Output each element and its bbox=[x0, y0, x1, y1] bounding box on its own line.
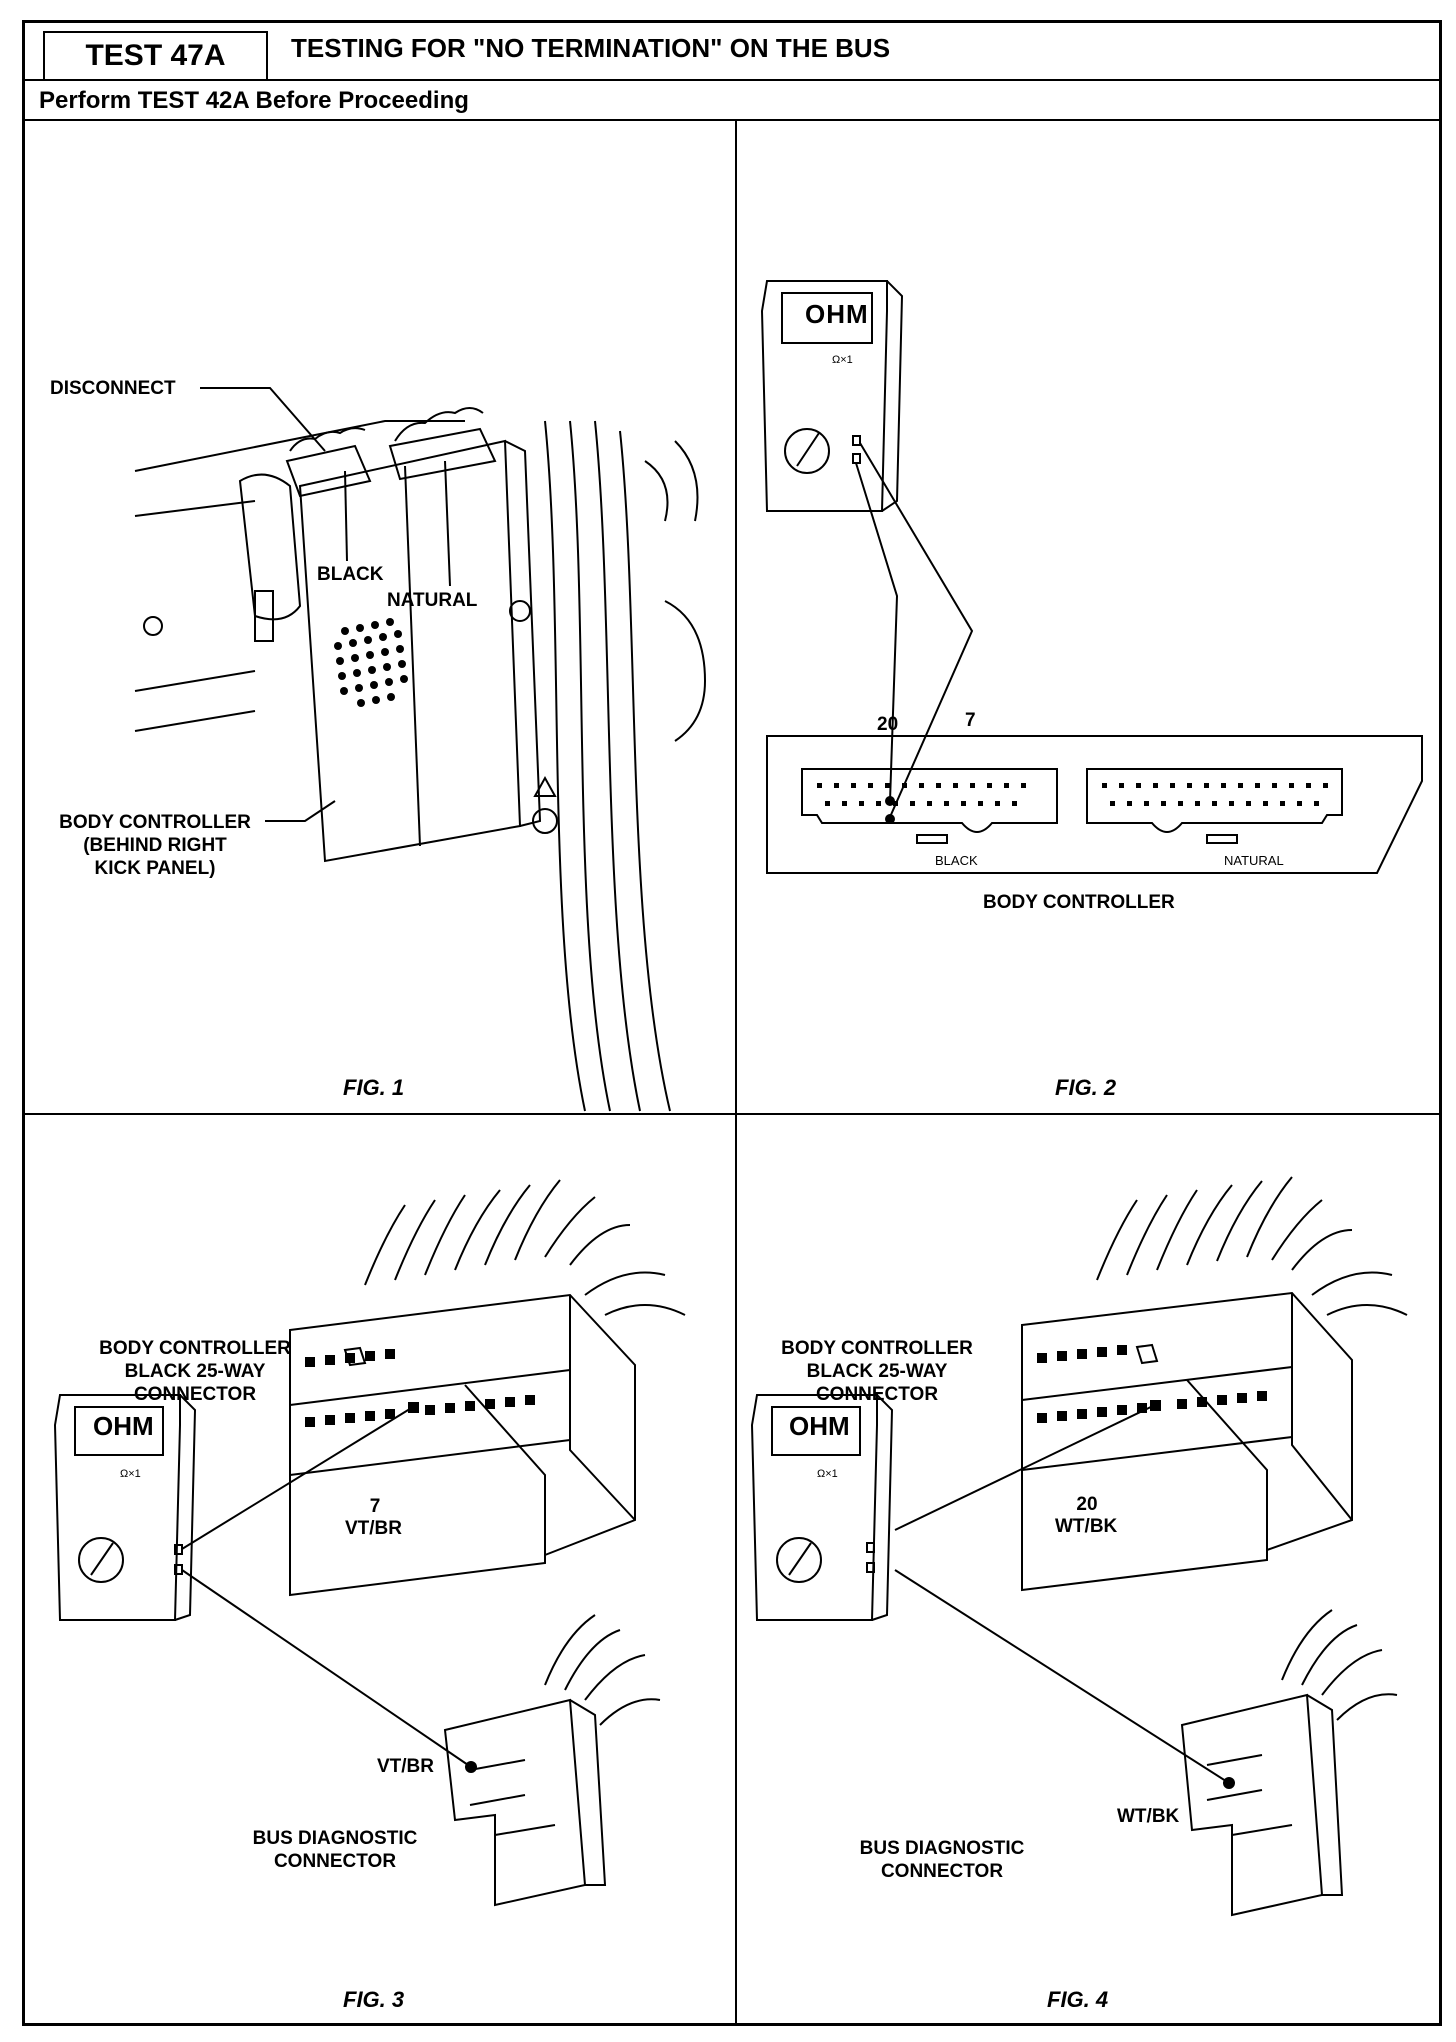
column-divider bbox=[735, 121, 737, 2025]
natural-pin-row bbox=[1102, 783, 1328, 806]
test-title: TESTING FOR "NO TERMINATION" ON THE BUS bbox=[291, 33, 891, 63]
fig3-connector-line2: BLACK 25-WAY bbox=[124, 1361, 266, 1382]
black-connector-label: BLACK bbox=[317, 564, 384, 585]
fig3-illustration bbox=[53, 1179, 686, 1907]
fig4-bus-connector-label: BUS DIAGNOSTIC CONNECTOR bbox=[842, 1837, 1042, 1883]
page-frame: TEST 47A TESTING FOR "NO TERMINATION" ON… bbox=[22, 20, 1442, 2026]
fig3-bottom-pin-row bbox=[305, 1395, 535, 1427]
row-divider bbox=[25, 1113, 1439, 1115]
body-controller-label: BODY CONTROLLER (BEHIND RIGHT KICK PANEL… bbox=[35, 811, 275, 880]
fig2-illustration bbox=[760, 280, 1423, 874]
fig3-meter-range: Ω×1 bbox=[120, 1468, 141, 1480]
fig2-body-controller-label: BODY CONTROLLER bbox=[983, 892, 1175, 913]
fig2-panel: OHM Ω×1 20 7 BLACK NATURAL BODY CONTROLL… bbox=[737, 121, 1443, 1113]
body-controller-line1: BODY CONTROLLER bbox=[59, 812, 251, 833]
disconnect-label: DISCONNECT bbox=[50, 378, 176, 399]
fig3-wire-bottom-label: VT/BR bbox=[377, 1756, 434, 1777]
fig3-wire-top-label: VT/BR bbox=[345, 1518, 402, 1539]
fig2-pin-20-label: 20 bbox=[877, 714, 899, 735]
fig4-caption: FIG. 4 bbox=[1047, 1987, 1109, 2012]
fig4-meter-display: OHM bbox=[789, 1411, 850, 1441]
fig3-connector-label: BODY CONTROLLER BLACK 25-WAY CONNECTOR bbox=[75, 1337, 315, 1406]
fig2-pin-7-label: 7 bbox=[965, 710, 976, 731]
fig3-panel: BODY CONTROLLER BLACK 25-WAY CONNECTOR O… bbox=[25, 1115, 735, 2025]
fig4-connector-line1: BODY CONTROLLER bbox=[781, 1338, 973, 1359]
fig4-connector-label: BODY CONTROLLER BLACK 25-WAY CONNECTOR bbox=[757, 1337, 997, 1406]
fig3-bus-line2: CONNECTOR bbox=[273, 1851, 397, 1872]
fig1-panel: DISCONNECT BLACK NATURAL BODY CONTROLLER… bbox=[25, 121, 735, 1113]
fig1-illustration bbox=[134, 387, 707, 1112]
fig3-top-pin-row bbox=[305, 1349, 395, 1367]
fig3-meter-display: OHM bbox=[93, 1411, 154, 1441]
fig2-meter-range: Ω×1 bbox=[832, 354, 853, 366]
header-divider bbox=[25, 119, 1439, 121]
fig4-bottom-pin-row bbox=[1037, 1391, 1267, 1423]
header-bar: TEST 47A TESTING FOR "NO TERMINATION" ON… bbox=[25, 23, 1439, 81]
body-controller-line3: KICK PANEL) bbox=[94, 858, 216, 879]
fig2-meter-display: OHM bbox=[805, 299, 869, 329]
fig4-top-pin-row bbox=[1037, 1345, 1127, 1363]
fig4-bus-line1: BUS DIAGNOSTIC bbox=[859, 1838, 1025, 1859]
fig4-illustration bbox=[750, 1176, 1408, 1917]
fig4-wire-top-label: WT/BK bbox=[1055, 1516, 1118, 1537]
fig3-caption: FIG. 3 bbox=[343, 1987, 405, 2012]
fig4-connector-line2: BLACK 25-WAY bbox=[806, 1361, 948, 1382]
fig3-connector-line1: BODY CONTROLLER bbox=[99, 1338, 291, 1359]
fig2-caption: FIG. 2 bbox=[1055, 1075, 1117, 1100]
body-controller-line2: (BEHIND RIGHT bbox=[83, 835, 227, 856]
test-number: TEST 47A bbox=[43, 31, 268, 79]
fig1-caption: FIG. 1 bbox=[343, 1075, 405, 1100]
test-subtitle: Perform TEST 42A Before Proceeding bbox=[39, 87, 469, 114]
fig2-black-label: BLACK bbox=[935, 853, 978, 868]
fig4-connector-line3: CONNECTOR bbox=[815, 1384, 939, 1405]
fig3-bus-connector-label: BUS DIAGNOSTIC CONNECTOR bbox=[235, 1827, 435, 1873]
fig4-bus-line2: CONNECTOR bbox=[880, 1861, 1004, 1882]
fig2-natural-label: NATURAL bbox=[1224, 853, 1284, 868]
fig3-pin-label: 7 bbox=[369, 1496, 381, 1517]
fig3-bus-line1: BUS DIAGNOSTIC bbox=[252, 1828, 418, 1849]
fig4-panel: BODY CONTROLLER BLACK 25-WAY CONNECTOR O… bbox=[737, 1115, 1443, 2025]
fig4-meter-range: Ω×1 bbox=[817, 1468, 838, 1480]
fig4-wire-bottom-label: WT/BK bbox=[1117, 1806, 1180, 1827]
natural-connector-label: NATURAL bbox=[387, 590, 478, 611]
fig4-pin-label: 20 bbox=[1076, 1494, 1098, 1515]
fig3-connector-line3: CONNECTOR bbox=[133, 1384, 257, 1405]
black-pin-row bbox=[817, 783, 1026, 806]
